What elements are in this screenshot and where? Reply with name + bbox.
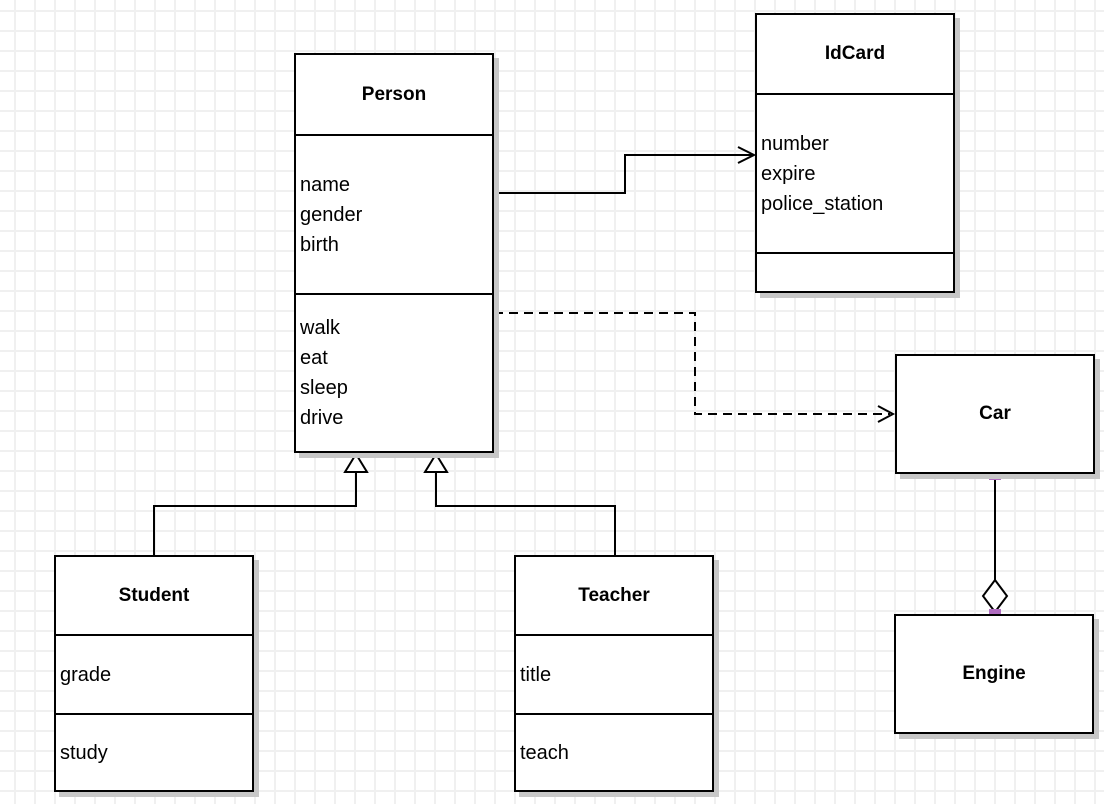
class-title: Person bbox=[361, 83, 427, 105]
attributes-compartment: number expire police_station bbox=[757, 93, 953, 252]
attribute: number bbox=[761, 132, 829, 155]
aggregation-car-engine[interactable] bbox=[981, 468, 1009, 621]
class-title: Teacher bbox=[578, 584, 650, 606]
class-title: IdCard bbox=[824, 43, 886, 64]
aggregation-diamond bbox=[981, 578, 1009, 614]
method: study bbox=[60, 741, 108, 764]
generalization-student-person[interactable] bbox=[153, 452, 369, 555]
class-teacher[interactable]: Teacher title teach bbox=[514, 555, 714, 792]
class-student[interactable]: Student grade study bbox=[54, 555, 254, 792]
method: eat bbox=[300, 347, 328, 369]
attribute: gender bbox=[300, 203, 363, 226]
attribute: title bbox=[520, 663, 552, 686]
class-engine[interactable]: Engine bbox=[894, 614, 1094, 734]
attribute: expire bbox=[761, 162, 816, 185]
association-person-idcard[interactable] bbox=[494, 146, 757, 194]
attributes-compartment: name gender birth bbox=[296, 134, 492, 293]
attribute: name bbox=[300, 173, 351, 196]
method: teach bbox=[520, 741, 569, 764]
generalization-teacher-person[interactable] bbox=[423, 452, 616, 555]
method: walk bbox=[300, 317, 341, 339]
attributes-compartment: grade bbox=[56, 634, 252, 713]
class-idcard[interactable]: IdCard number expire police_station bbox=[755, 13, 955, 293]
attribute: police_station bbox=[761, 192, 884, 215]
class-person[interactable]: Person name gender birth walk eat sleep … bbox=[294, 53, 494, 453]
attributes-compartment: title bbox=[516, 634, 712, 713]
methods-compartment bbox=[757, 252, 953, 291]
attribute: grade bbox=[60, 663, 112, 686]
dependency-person-car[interactable] bbox=[494, 312, 896, 423]
class-car[interactable]: Car bbox=[895, 354, 1095, 474]
class-title: Car bbox=[979, 403, 1011, 424]
class-title: Student bbox=[118, 584, 190, 606]
methods-compartment: study bbox=[56, 713, 252, 790]
methods-compartment: teach bbox=[516, 713, 712, 790]
method: sleep bbox=[300, 377, 348, 399]
methods-compartment: walk eat sleep drive bbox=[296, 293, 492, 451]
method: drive bbox=[300, 407, 344, 429]
class-title: Engine bbox=[962, 663, 1026, 684]
attribute: birth bbox=[300, 233, 339, 256]
